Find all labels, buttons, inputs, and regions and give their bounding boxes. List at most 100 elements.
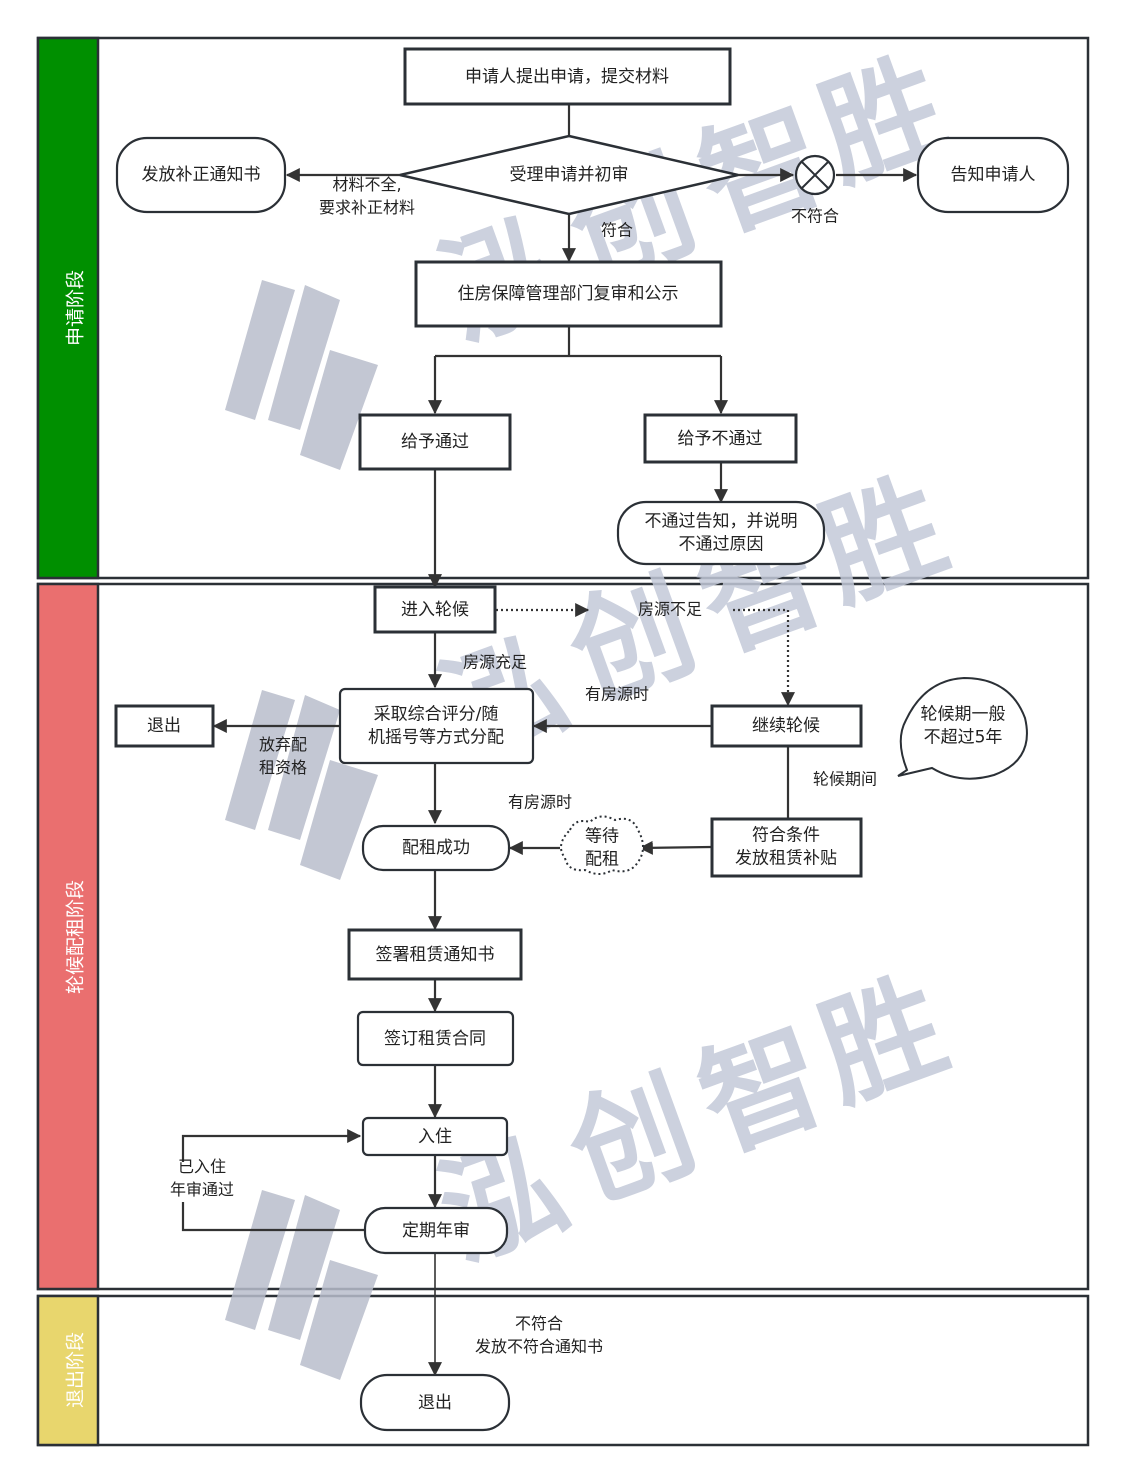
node-label: 给予不通过: [678, 429, 763, 449]
node-annual[interactable]: 定期年审: [363, 1206, 509, 1255]
text-line: 放弃配: [259, 735, 307, 754]
node-contract[interactable]: 签订租赁合同: [356, 1010, 515, 1067]
text-line: 有房源时: [508, 793, 572, 812]
node-label: 采取综合评分/随机摇号等方式分配: [368, 705, 504, 748]
text-line: 轮候期间: [813, 770, 877, 789]
lane-waiting: 轮候配租阶段: [36, 582, 1090, 1291]
text-line: 不通过原因: [679, 535, 764, 555]
label-giveup: 放弃配租资格: [259, 735, 307, 777]
label-passed: 已入住年审通过: [170, 1157, 234, 1199]
node-wait-cloud[interactable]: 等待配租: [560, 815, 644, 875]
edge-short-continue: [733, 608, 795, 707]
node-continue[interactable]: 继续轮候: [710, 704, 863, 748]
edge-recheck-split: [435, 326, 721, 358]
node-submit[interactable]: 申请人提出申请，提交材料: [403, 47, 732, 106]
text-line: 不超过5年: [924, 728, 1003, 748]
text-line: 退出: [418, 1393, 452, 1413]
text-line: 符合条件: [752, 826, 820, 846]
node-quit-2[interactable]: 退出: [359, 1373, 511, 1432]
edge-annual-movein-loop: [181, 1136, 364, 1232]
text-line: 签署租赁通知书: [376, 945, 495, 965]
node-correction[interactable]: 发放补正通知书: [115, 136, 287, 214]
text-line: 配租: [585, 850, 619, 870]
lane-apply: 申请阶段: [36, 36, 1090, 580]
node-label: 退出: [147, 716, 181, 736]
text-line: 符合: [601, 221, 633, 240]
label-exit-reason: 不符合发放不符合通知书: [475, 1314, 603, 1356]
text-line: 退出: [147, 716, 181, 736]
label-during: 轮候期间: [813, 770, 877, 789]
text-line: 已入住: [178, 1157, 226, 1176]
text-line: 给予通过: [401, 432, 469, 452]
label-incomplete: 材料不全,要求补正材料: [319, 175, 415, 217]
label-unqualified: 不符合: [791, 207, 839, 226]
node-label: 进入轮候: [401, 600, 469, 620]
node-queue[interactable]: 进入轮候: [373, 585, 497, 634]
lane-header-apply: [36, 36, 100, 580]
nodes: 申请人提出申请，提交材料 受理申请并初审 发放补正通知书 告知申请人 住房保障管…: [114, 47, 1070, 1432]
node-label: 告知申请人: [951, 165, 1036, 185]
label-qualified: 符合: [601, 221, 633, 240]
label-available-2: 有房源时: [508, 793, 572, 812]
node-quit-1[interactable]: 退出: [114, 704, 215, 748]
node-fail-notice[interactable]: 不通过告知，并说明不通过原因: [616, 500, 826, 566]
node-lease-notice[interactable]: 签署租赁通知书: [347, 928, 523, 981]
text-line: 不通过告知，并说明: [645, 512, 798, 532]
text-line: 签订租赁合同: [384, 1029, 486, 1049]
text-line: 采取综合评分/随: [374, 705, 499, 725]
text-line: 有房源时: [585, 685, 649, 704]
lane-title-waiting: 轮候配租阶段: [65, 880, 87, 994]
node-fail[interactable]: 给予不通过: [643, 413, 798, 464]
node-label: 配租成功: [402, 838, 470, 858]
node-label: 给予通过: [401, 432, 469, 452]
node-label: 等待配租: [585, 827, 619, 870]
text-line: 给予不通过: [678, 429, 763, 449]
text-line: 轮候期一般: [921, 705, 1006, 725]
text-line: 发放租赁补贴: [735, 849, 837, 869]
text-line: 房源不足: [638, 600, 702, 619]
node-notify[interactable]: 告知申请人: [916, 136, 1070, 214]
node-subsidy[interactable]: 符合条件发放租赁补贴: [710, 817, 863, 878]
text-line: 入住: [418, 1127, 452, 1147]
text-line: 材料不全,: [332, 175, 401, 194]
lane-title-exit: 退出阶段: [65, 1332, 87, 1408]
text-line: 发放补正通知书: [142, 165, 261, 185]
text-line: 定期年审: [402, 1221, 470, 1241]
node-label: 轮候期一般不超过5年: [921, 705, 1006, 748]
lane-exit: 退出阶段: [36, 1294, 1090, 1447]
node-movein[interactable]: 入住: [361, 1116, 509, 1157]
text-line: 房源充足: [463, 653, 527, 672]
reject-gate-icon: [794, 154, 836, 196]
text-line: 等待: [585, 827, 619, 847]
node-label: 发放补正通知书: [142, 165, 261, 185]
node-allocate[interactable]: 采取综合评分/随机摇号等方式分配: [338, 687, 535, 765]
node-label: 符合条件发放租赁补贴: [735, 826, 837, 869]
text-line: 继续轮候: [752, 716, 820, 736]
node-label: 申请人提出申请，提交材料: [465, 67, 669, 87]
label-available-1: 有房源时: [585, 685, 649, 704]
text-line: 机摇号等方式分配: [368, 728, 504, 748]
text-line: 进入轮候: [401, 600, 469, 620]
node-label: 住房保障管理部门复审和公示: [458, 284, 679, 304]
lane-header-exit: [36, 1294, 100, 1447]
node-recheck[interactable]: 住房保障管理部门复审和公示: [414, 260, 723, 328]
text-line: 申请人提出申请，提交材料: [465, 67, 669, 87]
label-short: 房源不足: [638, 600, 702, 619]
text-line: 租资格: [259, 758, 307, 777]
node-review-decision[interactable]: 受理申请并初审: [399, 134, 739, 216]
label-enough: 房源充足: [463, 653, 527, 672]
text-line: 年审通过: [170, 1180, 234, 1199]
node-label: 定期年审: [402, 1221, 470, 1241]
edge-labels: 材料不全,要求补正材料 符合 不符合 房源不足 房源充足 有房源时 放弃配租资格…: [170, 175, 877, 1356]
node-success[interactable]: 配租成功: [361, 824, 511, 872]
node-pass[interactable]: 给予通过: [358, 413, 512, 471]
text-line: 配租成功: [402, 838, 470, 858]
text-line: 发放不符合通知书: [475, 1337, 603, 1356]
node-callout: 轮候期一般不超过5年: [897, 676, 1028, 780]
text-line: 告知申请人: [951, 165, 1036, 185]
watermark-logo-icon: [225, 280, 378, 1380]
node-label: 签订租赁合同: [384, 1029, 486, 1049]
node-label: 退出: [418, 1393, 452, 1413]
text-line: 住房保障管理部门复审和公示: [458, 284, 679, 304]
